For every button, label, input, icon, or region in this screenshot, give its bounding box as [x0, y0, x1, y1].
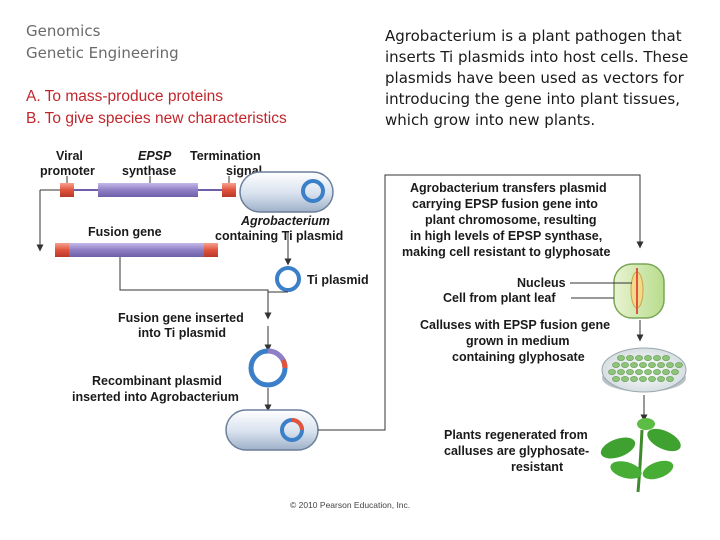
- callus-dot: [612, 362, 620, 368]
- transfer-text-4: in high levels of EPSP synthase,: [410, 229, 602, 243]
- ti-plasmid-circle: [275, 266, 301, 292]
- callus-dot: [662, 355, 670, 361]
- callus-dot: [612, 376, 620, 382]
- callus-dot: [639, 376, 647, 382]
- callus-dot: [644, 369, 652, 375]
- callus-dot: [675, 362, 683, 368]
- callus-dot: [608, 369, 616, 375]
- epsp-label: EPSP: [138, 149, 172, 163]
- recombinant-label-2: inserted into Agrobacterium: [72, 390, 239, 404]
- agrobacterium-label: Agrobacterium: [240, 214, 330, 228]
- transfer-text-3: plant chromosome, resulting: [425, 213, 597, 227]
- slide-title: Genetic Engineering: [26, 44, 179, 62]
- calluses-label-1: Calluses with EPSP fusion gene: [420, 318, 610, 332]
- callus-dot: [648, 376, 656, 382]
- callus-dot: [621, 362, 629, 368]
- callus-dot: [621, 376, 629, 382]
- callus-dot: [630, 362, 638, 368]
- objective-b: B. To give species new characteristics: [26, 110, 287, 127]
- callus-dot: [653, 369, 661, 375]
- regenerated-plant: [600, 418, 681, 493]
- ti-plasmid-label: Ti plasmid: [307, 273, 369, 287]
- transfer-text-5: making cell resistant to glyphosate: [402, 245, 610, 259]
- plants-label-2: calluses are glyphosate-: [444, 444, 589, 458]
- calluses-label-3: containing glyphosate: [452, 350, 585, 364]
- callus-dot: [671, 369, 679, 375]
- epsp-gene-construct: [60, 176, 236, 197]
- callus-dot: [657, 376, 665, 382]
- callus-dot: [626, 355, 634, 361]
- termination-signal-segment: [222, 183, 236, 197]
- callus-dot: [666, 376, 674, 382]
- petri-dish-calluses: [601, 347, 687, 393]
- callus-dot: [617, 355, 625, 361]
- ti-plasmid-in-cell: [301, 179, 325, 203]
- callus-dot: [639, 362, 647, 368]
- callus-dot: [644, 355, 652, 361]
- description-paragraph: Agrobacterium is a plant pathogen that i…: [385, 27, 689, 129]
- callus-dot: [662, 369, 670, 375]
- slide-category: Genomics: [26, 22, 101, 40]
- nucleus-label: Nucleus: [517, 276, 566, 290]
- recombinant-agrobacterium: [225, 409, 319, 451]
- callus-dot: [635, 355, 643, 361]
- fusion-inserted-label-2: into Ti plasmid: [138, 326, 226, 340]
- callus-dot: [653, 355, 661, 361]
- plant-leaf-cell: [613, 263, 665, 319]
- recombinant-label-1: Recombinant plasmid: [92, 374, 222, 388]
- viral-promoter-segment: [60, 183, 74, 197]
- callus-dot: [630, 376, 638, 382]
- callus-dot: [626, 369, 634, 375]
- agrobacterium-cell: [239, 171, 334, 213]
- plants-label-1: Plants regenerated from: [444, 428, 588, 442]
- callus-dot: [657, 362, 665, 368]
- cell-from-leaf-label: Cell from plant leaf: [443, 291, 556, 305]
- callus-dot: [635, 369, 643, 375]
- copyright-text: © 2010 Pearson Education, Inc.: [290, 500, 410, 510]
- termination-label: Termination: [190, 149, 261, 163]
- promoter-label: promoter: [40, 164, 95, 178]
- callus-dot: [666, 362, 674, 368]
- epsp-synthase-segment: [98, 183, 198, 197]
- transfer-text-2: carrying EPSP fusion gene into: [412, 197, 598, 211]
- fusion-gene-label: Fusion gene: [88, 225, 162, 239]
- fusion-inserted-label-1: Fusion gene inserted: [118, 311, 244, 325]
- callus-dot: [648, 362, 656, 368]
- viral-label: Viral: [56, 149, 83, 163]
- fusion-gene: [55, 243, 218, 257]
- transfer-text-1: Agrobacterium transfers plasmid: [410, 181, 607, 195]
- objective-a: A. To mass-produce proteins: [26, 88, 224, 105]
- callus-dot: [617, 369, 625, 375]
- recombinant-plasmid: [248, 348, 288, 388]
- calluses-label-2: grown in medium: [466, 334, 569, 348]
- containing-ti-label: containing Ti plasmid: [215, 229, 343, 243]
- plants-label-3: resistant: [511, 460, 564, 474]
- synthase-label: synthase: [122, 164, 176, 178]
